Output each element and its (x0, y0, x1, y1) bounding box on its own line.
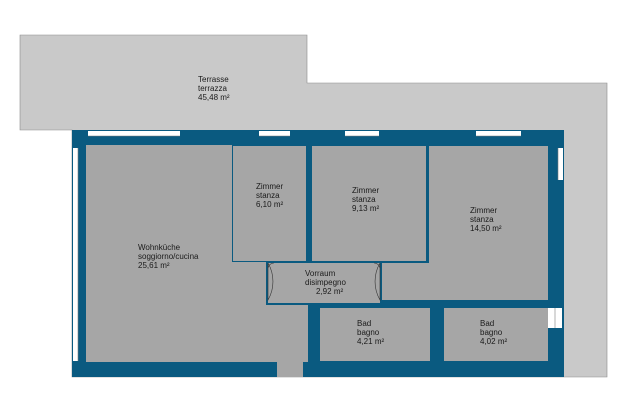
bath2-name-it: bagno (480, 328, 503, 337)
terrace-area-value: 45,48 m² (198, 93, 230, 102)
room3-area-value: 14,50 m² (470, 224, 502, 233)
room-3 (382, 146, 548, 300)
bath1-name-de: Bad (357, 319, 371, 328)
room3-label: Zimmer stanza 14,50 m² (470, 206, 502, 233)
hall-label: Vorraum disimpegno 2,92 m² (305, 269, 346, 296)
room1-area-value: 6,10 m² (256, 200, 283, 209)
living-label: Wohnküche soggiorno/cucina 25,61 m² (138, 243, 199, 270)
bathroom-2 (444, 308, 548, 361)
room1-name-it: stanza (256, 191, 280, 200)
room2-name-de: Zimmer (352, 186, 379, 195)
room2-name-it: stanza (352, 195, 376, 204)
terrace-name-de: Terrasse (198, 75, 229, 84)
bath1-area-value: 4,21 m² (357, 337, 384, 346)
living-name-it: soggiorno/cucina (138, 252, 199, 261)
room1-label: Zimmer stanza 6,10 m² (256, 182, 283, 209)
hall-name-de: Vorraum (305, 269, 336, 278)
living-room (86, 145, 308, 362)
bath2-label: Bad bagno 4,02 m² (480, 319, 507, 346)
room2-area-value: 9,13 m² (352, 204, 379, 213)
living-name-de: Wohnküche (138, 243, 181, 252)
living-area-value: 25,61 m² (138, 261, 170, 270)
bathroom-1 (320, 308, 430, 361)
bath2-area-value: 4,02 m² (480, 337, 507, 346)
bath1-name-it: bagno (357, 328, 380, 337)
hall-name-it: disimpegno (305, 278, 346, 287)
room2-label: Zimmer stanza 9,13 m² (352, 186, 379, 213)
door-swings (267, 262, 381, 302)
room-1 (233, 146, 306, 261)
room1-name-de: Zimmer (256, 182, 283, 191)
hall-area-value: 2,92 m² (316, 287, 343, 296)
bath1-label: Bad bagno 4,21 m² (357, 319, 384, 346)
room-2 (312, 146, 426, 261)
terrace-name-it: terrazza (198, 84, 227, 93)
bath2-name-de: Bad (480, 319, 494, 328)
window-frames (77, 135, 559, 361)
terrace-label: Terrasse terrazza 45,48 m² (198, 75, 230, 102)
windows (73, 131, 563, 377)
hallway (268, 263, 380, 303)
room3-name-it: stanza (470, 215, 494, 224)
room3-name-de: Zimmer (470, 206, 497, 215)
